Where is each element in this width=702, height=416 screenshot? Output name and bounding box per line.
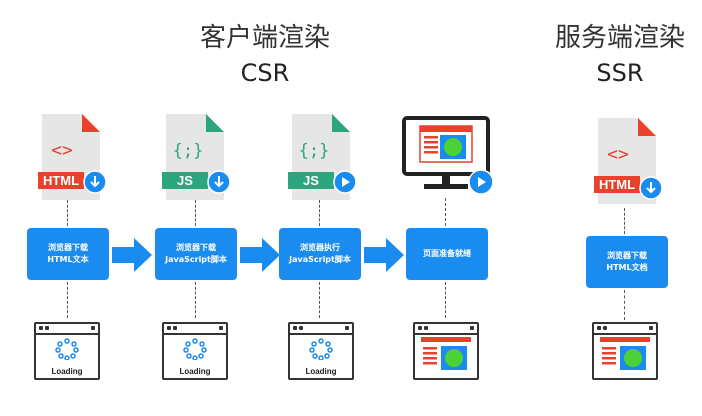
- dotted-connector: [67, 282, 68, 318]
- step-line1: 浏览器下载: [176, 243, 216, 252]
- step-line2: JavaScript脚本: [165, 255, 227, 264]
- dotted-connector: [319, 200, 320, 226]
- rendered-page-icon: [600, 337, 650, 370]
- js-file-label: JS: [303, 173, 319, 188]
- dotted-connector: [195, 200, 196, 226]
- ssr-title: 服务端渲染: [554, 23, 685, 53]
- arrow-right-icon: [240, 238, 280, 272]
- browser-window-rendered: [413, 322, 479, 380]
- loading-label: Loading: [179, 367, 211, 376]
- step-line2: JavaScript脚本: [289, 255, 351, 264]
- browser-window-loading: Loading: [162, 322, 228, 380]
- step-download-html: 浏览器下载 HTML文本: [27, 228, 109, 280]
- arrow-right-icon: [112, 238, 152, 272]
- loading-spinner-icon: [55, 338, 79, 360]
- browser-window-loading: Loading: [288, 322, 354, 380]
- html-code-glyph: <>: [607, 144, 629, 165]
- step-page-ready: 页面准备就绪: [406, 228, 488, 280]
- monitor-icon: [402, 116, 498, 200]
- js-file-icon: {;} JS: [162, 112, 234, 202]
- dotted-connector: [624, 208, 625, 234]
- html-file-icon: <> HTML: [38, 112, 110, 202]
- csr-abbr: CSR: [240, 59, 290, 87]
- step-line1: 页面准备就绪: [423, 249, 471, 258]
- dotted-connector: [195, 282, 196, 318]
- dotted-connector: [445, 282, 446, 318]
- loading-spinner-icon: [183, 338, 207, 360]
- browser-window-rendered: [592, 322, 658, 380]
- ssr-abbr: SSR: [596, 59, 644, 87]
- browser-window-loading: Loading: [34, 322, 100, 380]
- html-file-label: HTML: [599, 177, 635, 192]
- step-line1: 浏览器下载: [607, 251, 647, 260]
- dotted-connector: [445, 198, 446, 226]
- loading-label: Loading: [51, 367, 83, 376]
- dotted-connector: [67, 200, 68, 226]
- download-icon: [207, 170, 231, 194]
- step-execute-js: 浏览器执行 JavaScript脚本: [279, 228, 361, 280]
- dotted-connector: [319, 282, 320, 318]
- step-line2: HTML文档: [606, 263, 648, 272]
- loading-label: Loading: [305, 367, 337, 376]
- js-code-glyph: {;}: [299, 141, 330, 161]
- html-file-label: HTML: [43, 173, 79, 188]
- step-line1: 浏览器下载: [48, 243, 88, 252]
- step-download-js: 浏览器下载 JavaScript脚本: [155, 228, 237, 280]
- step-line2: HTML文本: [47, 255, 89, 264]
- step-line1: 浏览器执行: [300, 243, 340, 252]
- step-ssr-download-html: 浏览器下载 HTML文档: [586, 236, 668, 288]
- dotted-connector: [624, 290, 625, 320]
- html-code-glyph: <>: [51, 140, 73, 161]
- play-icon: [468, 169, 494, 195]
- download-icon: [83, 170, 107, 194]
- download-icon: [639, 176, 663, 200]
- js-file-icon: {;} JS: [288, 112, 360, 202]
- play-icon: [333, 170, 357, 194]
- js-file-label: JS: [177, 173, 193, 188]
- loading-spinner-icon: [309, 338, 333, 360]
- html-file-icon: <> HTML: [594, 116, 666, 206]
- csr-title: 客户端渲染: [199, 23, 330, 53]
- rendered-page-icon: [421, 337, 471, 370]
- js-code-glyph: {;}: [173, 141, 204, 161]
- arrow-right-icon: [364, 238, 404, 272]
